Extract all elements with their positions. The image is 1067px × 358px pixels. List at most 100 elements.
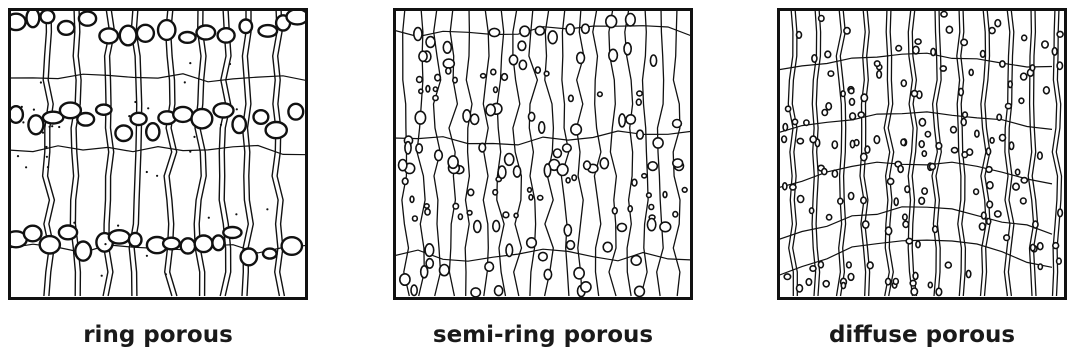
vessel [916, 241, 920, 248]
vessel [626, 14, 636, 26]
vessel [628, 206, 632, 212]
vessel [548, 31, 557, 44]
vessel [563, 144, 572, 152]
vessel [974, 189, 979, 194]
earlywood-vessel [96, 105, 111, 115]
vessel [426, 37, 435, 48]
earlywood-vessel [288, 104, 303, 120]
vessel [474, 221, 481, 233]
latewood-pore-dot [49, 126, 51, 128]
earlywood-vessel [59, 226, 77, 240]
earlywood-vessel [120, 26, 137, 46]
vessel [405, 142, 411, 154]
vessel [931, 48, 936, 55]
vessel [966, 270, 970, 277]
diffuse-porous-figure [777, 8, 1067, 300]
vessel [636, 99, 641, 105]
vessel [1000, 135, 1006, 141]
vessel [936, 143, 942, 149]
vessel [782, 136, 787, 142]
earlywood-vessel [158, 20, 175, 40]
vessel [400, 274, 410, 285]
latewood-pore-dot [58, 126, 60, 128]
vessel [850, 113, 856, 120]
vessel [471, 114, 479, 124]
vessel [848, 274, 854, 281]
vessel [419, 51, 427, 61]
earlywood-vessel [179, 32, 195, 43]
vessel [682, 188, 687, 193]
vessel [581, 282, 591, 292]
vessel [544, 164, 550, 177]
earlywood-vessel [75, 242, 91, 261]
vessel [1008, 81, 1012, 88]
vessel [797, 32, 802, 39]
vessel [520, 26, 530, 36]
vessel [642, 174, 647, 178]
vessel [624, 43, 631, 55]
earlywood-vessel [137, 25, 154, 42]
vessel [609, 49, 618, 61]
vessel [650, 55, 656, 66]
vessel [493, 221, 500, 232]
vessel [896, 46, 902, 51]
earlywood-vessel [259, 25, 278, 37]
vessel [467, 211, 472, 215]
latewood-pore-dot [17, 155, 19, 157]
semi-ring-porous-figure [393, 8, 693, 300]
vessel [569, 95, 574, 101]
vessel [850, 140, 854, 147]
latewood-pore-dot [46, 156, 48, 158]
ring-porous-caption: ring porous [0, 322, 318, 348]
ring-porous-drawing [8, 8, 308, 300]
vessel [1042, 41, 1048, 48]
vessel [861, 94, 867, 101]
vessel [936, 288, 942, 295]
vessel [810, 208, 814, 214]
vessel [572, 175, 576, 180]
vessel [663, 192, 667, 198]
vessel [1021, 178, 1027, 183]
vessel [981, 51, 986, 58]
vessel [783, 183, 787, 190]
vessel [951, 127, 957, 133]
vessel [806, 279, 811, 286]
earlywood-vessel [109, 230, 130, 243]
vessel [518, 41, 526, 50]
latewood-pore-dot [193, 136, 195, 138]
vessel [435, 74, 441, 80]
ray-line [194, 8, 201, 296]
vessel [861, 153, 867, 160]
vessel [967, 149, 973, 155]
latewood-pore-dot [21, 106, 23, 108]
ray-line [812, 8, 817, 296]
vessel [930, 164, 936, 170]
vessel [819, 16, 824, 22]
latewood-pore-dot [22, 121, 24, 123]
vessel [925, 132, 930, 137]
latewood-pore-dot [51, 125, 53, 127]
vessel [849, 193, 854, 200]
vessel [402, 178, 408, 184]
vessel [425, 244, 434, 257]
vessel [941, 12, 947, 17]
vessel [903, 214, 907, 220]
vessel [446, 68, 451, 74]
vessel [535, 67, 540, 73]
vessel [631, 256, 641, 266]
vessel [898, 166, 903, 173]
vessel [566, 24, 574, 35]
ray-line [169, 8, 177, 296]
vessel [419, 89, 423, 93]
vessel [673, 212, 678, 217]
vessel [635, 286, 645, 296]
earlywood-vessel [223, 227, 241, 238]
vessel [919, 141, 924, 148]
vessel [1013, 183, 1019, 190]
ray-line [788, 8, 793, 296]
vessel [1038, 243, 1043, 250]
vessel [425, 209, 430, 215]
vessel [919, 119, 925, 126]
vessel [538, 196, 543, 201]
vessel [1053, 243, 1059, 249]
